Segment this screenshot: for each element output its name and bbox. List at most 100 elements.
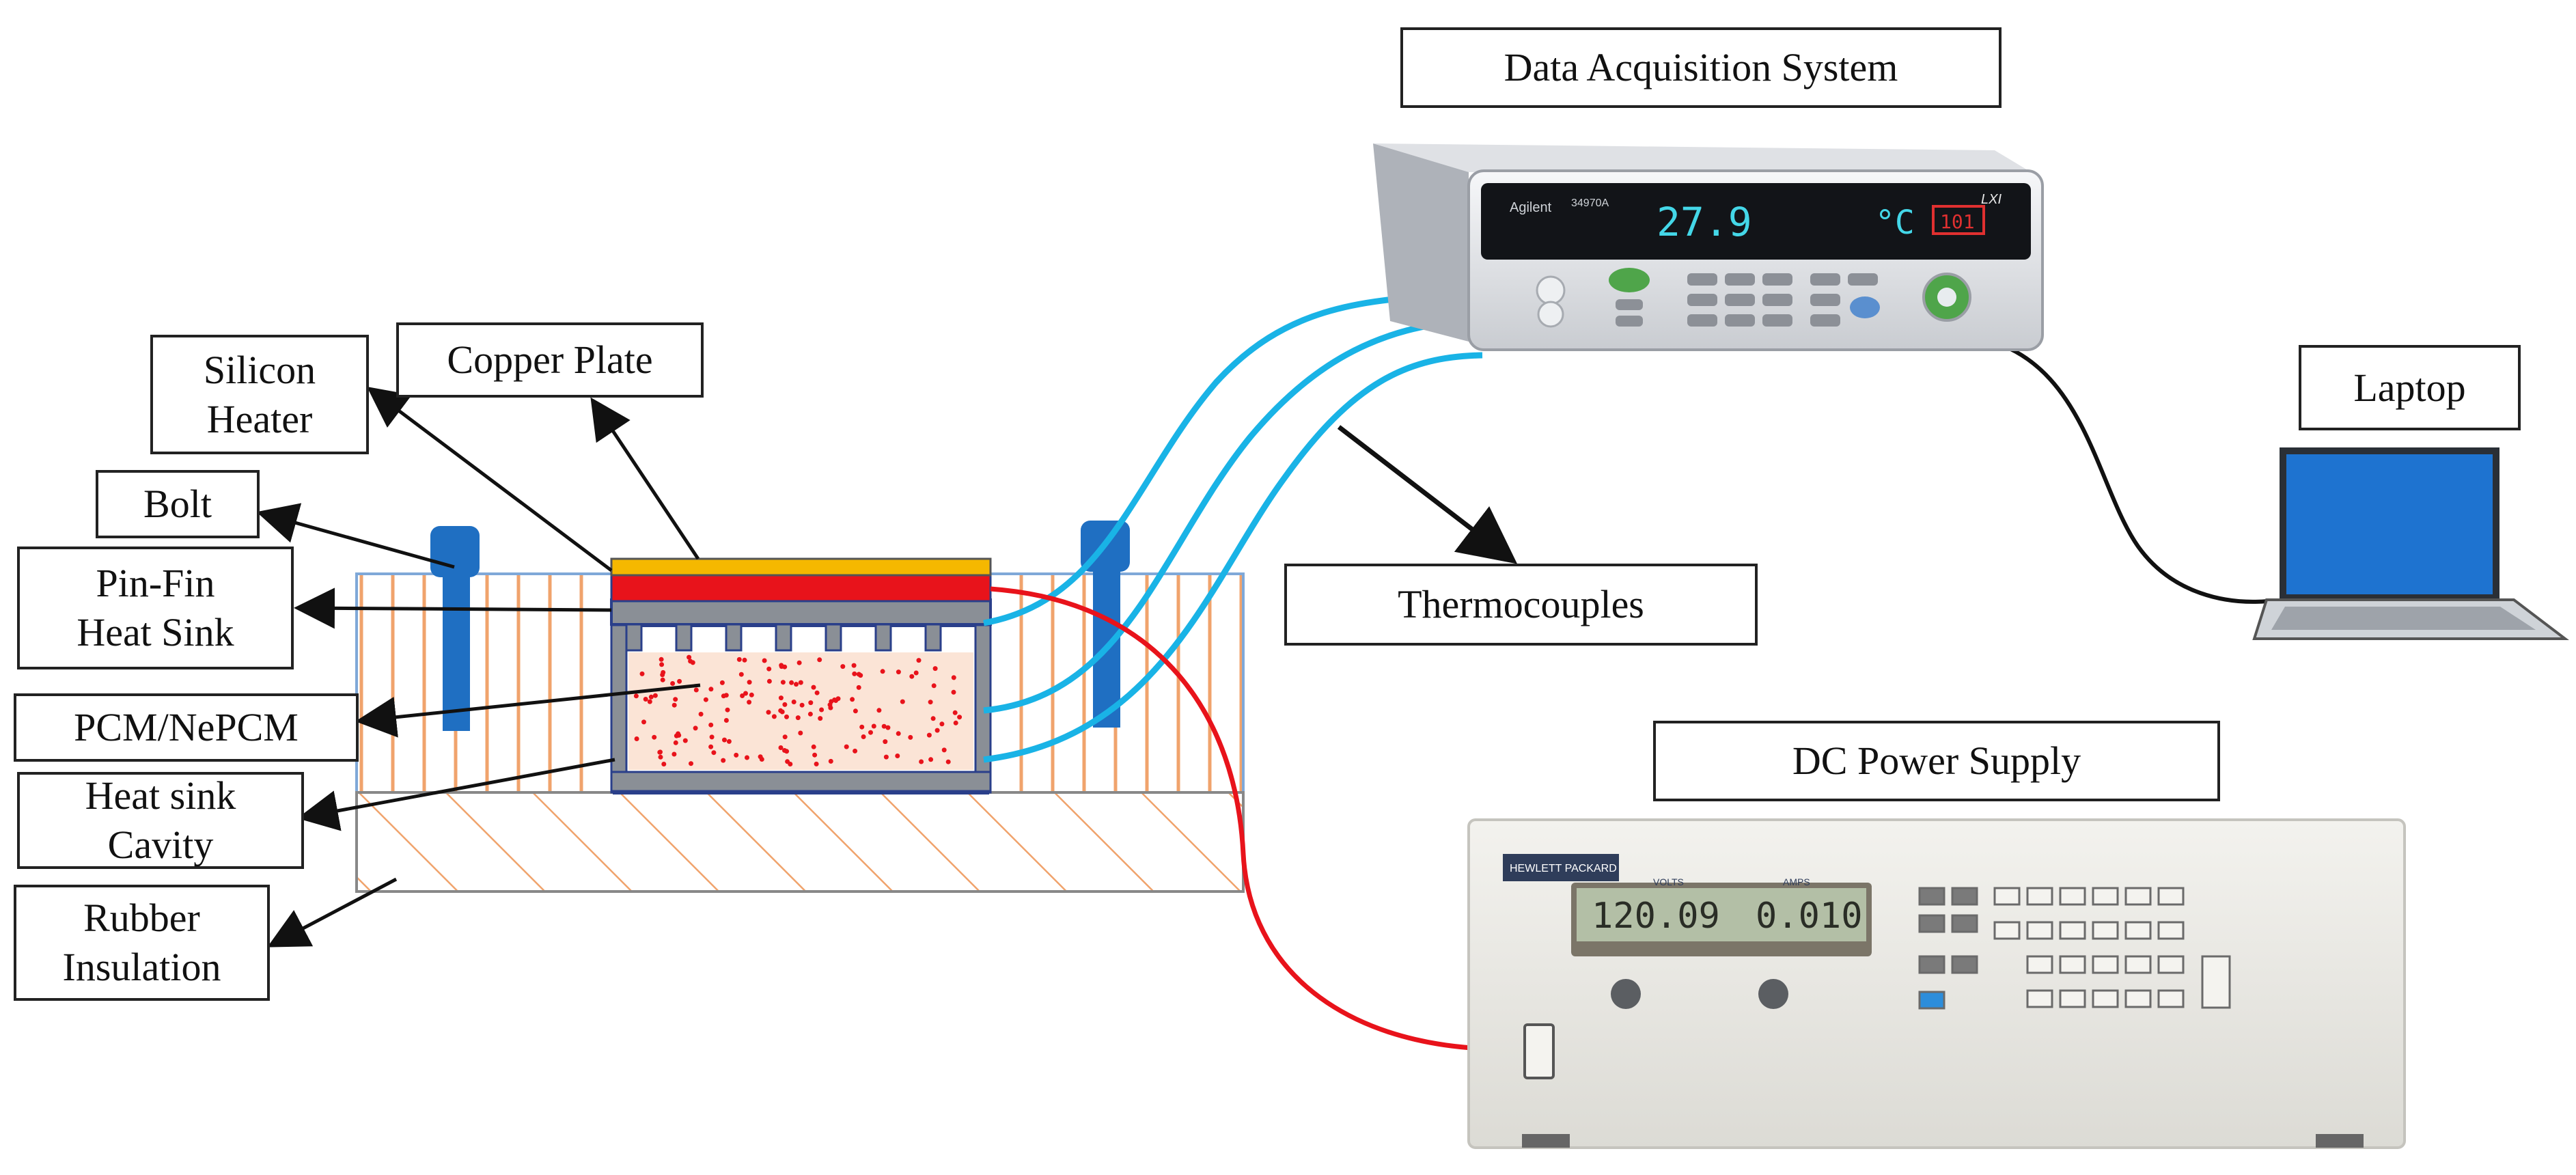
daq-model: 34970A (1571, 197, 1609, 209)
pcm-dot (851, 663, 857, 668)
pcm-dot (660, 677, 665, 682)
label-data-acquisition-system: Data Acquisition System (1400, 27, 2002, 108)
laptop-illustration (2252, 447, 2569, 640)
pcm-dot (916, 658, 922, 663)
pcm-dot (913, 670, 919, 676)
pcm-dot (798, 680, 803, 685)
pcm-dot (711, 750, 717, 756)
pcm-dot (661, 762, 667, 766)
label-laptop: Laptop (2299, 345, 2521, 430)
pcm-dot (688, 659, 693, 664)
pcm-dot (811, 744, 816, 749)
pcm-dot (762, 658, 767, 663)
pcm-dot (880, 669, 885, 674)
pin-fins (625, 623, 942, 652)
pcm-dot (740, 693, 745, 698)
pcm-dot (798, 730, 803, 736)
pcm-dot (895, 754, 900, 758)
pcm-dot (661, 669, 666, 675)
pcm-dot (673, 697, 678, 702)
pcm-dot (931, 683, 937, 689)
pcm-dot (779, 664, 784, 669)
pcm-dot (799, 702, 805, 708)
leader-arrows (256, 386, 1518, 948)
pcm-dot (852, 671, 857, 676)
pcm-dot (709, 734, 715, 740)
pcm-dot (853, 748, 858, 754)
pcm-dot (896, 669, 901, 675)
power-wire (990, 586, 1525, 1052)
pcm-dot (634, 736, 639, 741)
pcm-dot (782, 734, 788, 740)
daq-buttons (1536, 268, 1971, 328)
pcm-dot (723, 693, 729, 698)
laptop-screen (2280, 447, 2499, 601)
daq-unit: °C (1875, 204, 1915, 242)
pcm-dot (782, 748, 787, 753)
pcm-dot (941, 747, 947, 753)
pcm-dot (818, 716, 823, 721)
daq-channel-box (1932, 205, 1985, 235)
pcm-dot (723, 718, 729, 723)
psu-amps-label: AMPS (1783, 876, 1810, 887)
pcm-dot (778, 695, 784, 701)
pcm-dot (926, 732, 932, 738)
pcm-dot (797, 660, 802, 665)
pcm-dot (919, 759, 924, 764)
pcm-dot (780, 680, 786, 685)
pcm-dot (952, 710, 958, 715)
voltage-knob (1611, 979, 1641, 1009)
pcm-dot (814, 761, 819, 766)
pcm-dot (693, 687, 699, 693)
pcm-dot (876, 708, 882, 713)
pcm-dot (794, 682, 799, 687)
pcm-dot (896, 731, 901, 736)
pcm-dot (900, 699, 905, 704)
pcm-dot (703, 697, 708, 702)
pcm-dot (658, 754, 663, 760)
pcm-dot (726, 738, 732, 744)
pcm-dot (814, 690, 820, 695)
pcm-dot (957, 715, 962, 720)
label-heat-sink-cavity: Heat sink Cavity (17, 772, 304, 869)
pcm-dot (840, 664, 846, 669)
pcm-dot (747, 700, 752, 705)
pcm-dot (808, 700, 814, 706)
pcm-dot (881, 723, 887, 729)
pcm-dot (708, 687, 714, 692)
pcm-fill (628, 652, 973, 770)
pcm-dot (643, 697, 648, 702)
pcm-dot (908, 734, 913, 740)
label-rubber-insulation: Rubber Insulation (14, 885, 270, 1001)
pcm-dot (861, 734, 866, 739)
label-silicon-heater: Silicon Heater (150, 335, 369, 454)
pcm-dot (778, 708, 784, 713)
pcm-dot (811, 685, 816, 690)
pcm-dot (652, 693, 658, 698)
pcm-dot (708, 722, 714, 728)
pcm-dot (817, 657, 822, 663)
pcm-dot (819, 707, 825, 713)
pcm-dot (778, 745, 784, 750)
silicon-heater (610, 574, 992, 603)
pcm-dot (677, 678, 682, 684)
daq-display-panel (1481, 183, 2031, 260)
pcm-dot (932, 666, 938, 672)
dc-power-supply-unit: HEWLETT PACKARD VOLTS AMPS 120.09 0.010 (1467, 818, 2406, 1149)
pcm-dot (868, 730, 873, 735)
daq-lxi-logo: LXI (1981, 192, 2002, 207)
pcm-dot (719, 680, 725, 685)
pcm-dot (647, 699, 652, 704)
psu-brand-badge (1503, 854, 1619, 881)
pcm-dot (883, 754, 889, 760)
label-pin-fin-heat-sink: Pin-Fin Heat Sink (17, 547, 294, 669)
pcm-dot (951, 675, 956, 680)
test-section (355, 521, 1245, 893)
pcm-dot (671, 702, 677, 708)
pcm-dot (850, 697, 855, 702)
pcm-dot (648, 694, 654, 700)
pcm-dot (721, 758, 726, 763)
heat-sink-base-plate (610, 598, 992, 626)
pcm-dot (789, 680, 794, 685)
pcm-dot (742, 657, 747, 663)
